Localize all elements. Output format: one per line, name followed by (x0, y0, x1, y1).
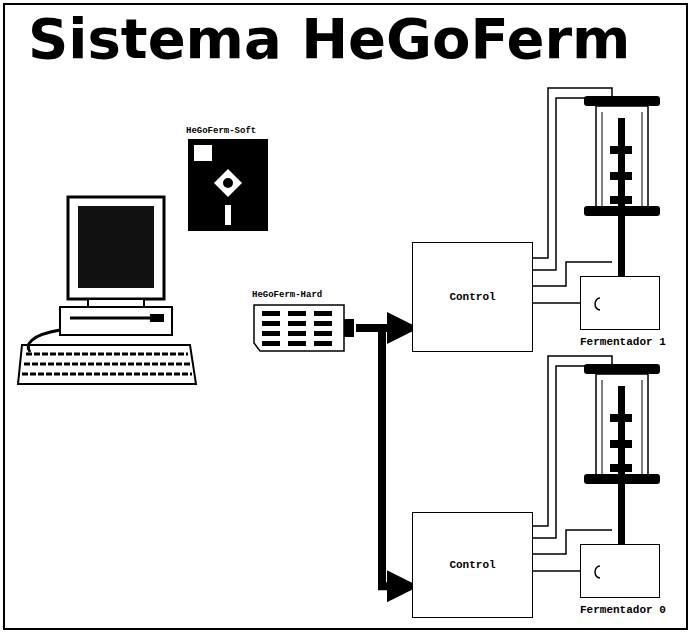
box-label: Control (449, 559, 495, 571)
frame (4, 4, 687, 629)
bus-cable (356, 328, 411, 586)
disk-label: HeGoFerm-Soft (186, 126, 270, 136)
signal-wire (533, 570, 580, 572)
fermenter-vessel (584, 96, 660, 276)
motor-symbol (580, 276, 660, 330)
box-label: Control (449, 291, 495, 303)
fermenter-label: Fermentador 0 (580, 604, 660, 616)
fermenter-vessel (584, 364, 660, 544)
computer (18, 197, 196, 384)
title: Sistema HeGoFerm (28, 8, 630, 70)
fermenter-label: Fermentador 1 (580, 336, 660, 348)
fermenter-base: Fermentador 0 (580, 544, 660, 616)
floppy-disk: HeGoFerm-Soft (186, 126, 270, 231)
fermenter-base: Fermentador 1 (580, 276, 660, 348)
signal-wire (533, 302, 580, 304)
card-symbol (252, 303, 356, 353)
card-label: HeGoFerm-Hard (252, 290, 356, 300)
floppy-symbol (186, 139, 270, 231)
fermenter-base-box (580, 276, 660, 330)
control-box: Control (412, 242, 533, 352)
motor-symbol (580, 544, 660, 598)
fermenter-base-box (580, 544, 660, 598)
control-box: Control (412, 512, 533, 618)
interface-card: HeGoFerm-Hard (252, 290, 356, 353)
